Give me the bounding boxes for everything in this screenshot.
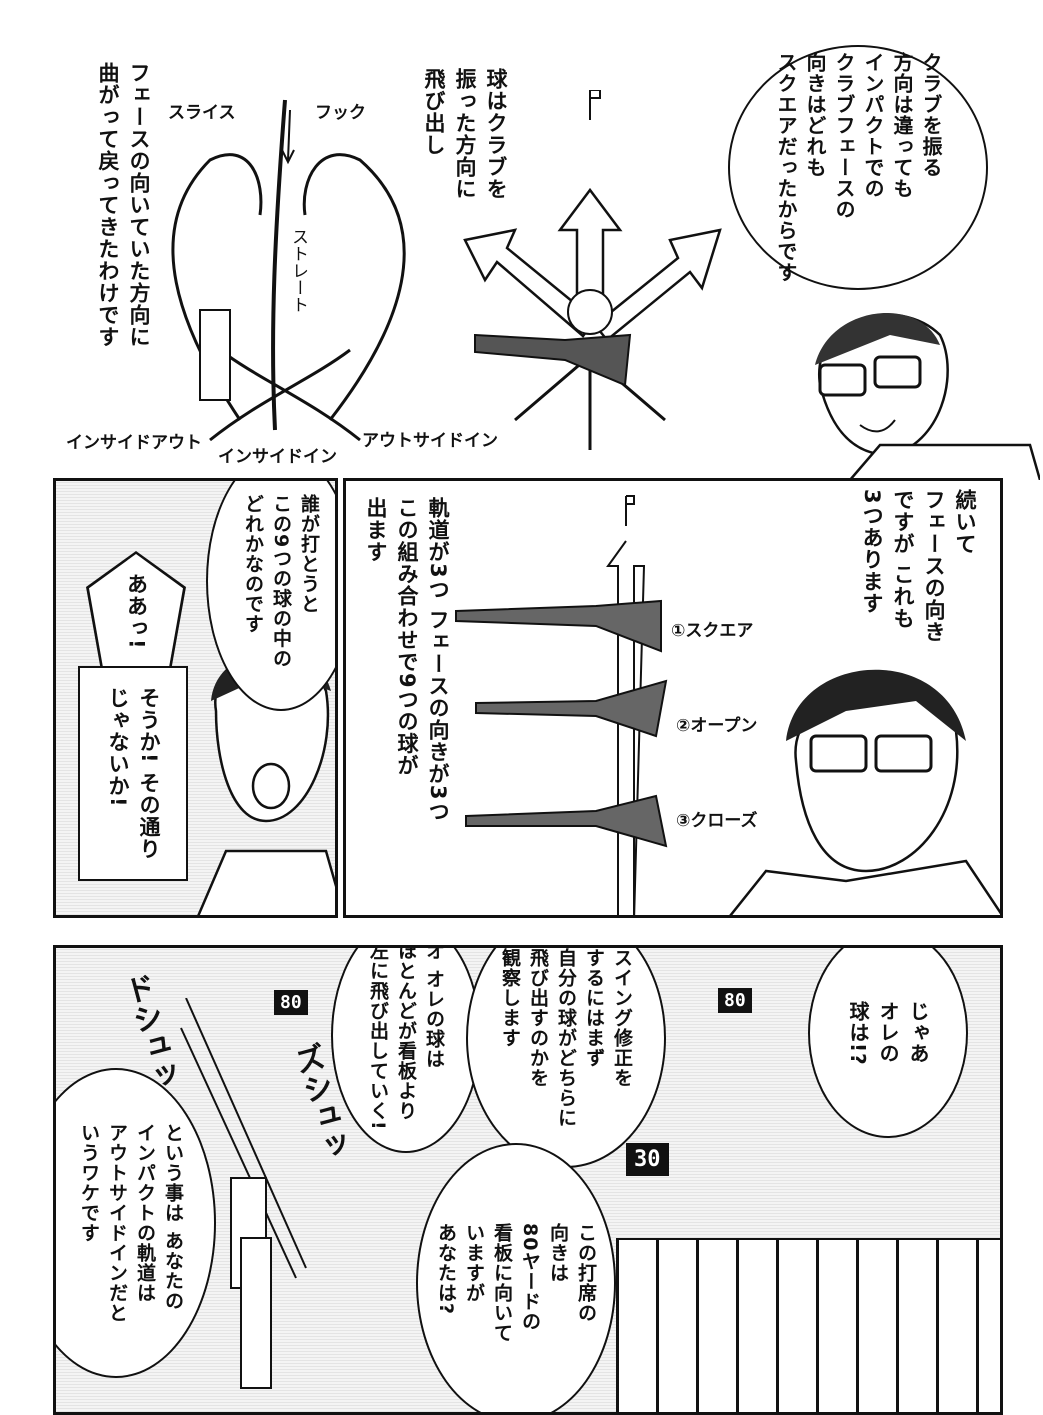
golf-ball xyxy=(567,289,613,335)
golfer-swinging xyxy=(180,998,307,1389)
narration-face-direction: フェースの向いていた方向に曲がって戻ってきたわけです xyxy=(96,62,151,348)
club-closed xyxy=(465,794,668,848)
range-floor xyxy=(616,1238,1000,1412)
golfer-figure xyxy=(199,309,231,401)
label-square: ①スクエア xyxy=(671,621,754,641)
label-open: ②オープン xyxy=(676,716,758,736)
speech-bubble-my-ball: じゃあオレの球は!? xyxy=(808,948,968,1138)
exclaim-text: ああっ! xyxy=(124,572,149,650)
label-straight: ストレート xyxy=(288,228,308,313)
panel-driving-range: 80 80 30 ドシュッ ズシュッ という事は あなたのインパクトの軌道はアウ… xyxy=(53,945,1003,1415)
speech-bubble-square-face: クラブを振る方向は違ってもインパクトでのクラブフェースの向きはどれもスクエアだっ… xyxy=(728,45,988,290)
instructor-character xyxy=(815,312,1040,480)
club-open xyxy=(475,679,668,738)
narration-nine-combinations: 軌道が3つ フェースの向きが3つこの組み合わせで9つの球が出ます xyxy=(364,497,450,823)
label-hook: フック xyxy=(315,103,366,123)
label-inside-out: インサイドアウト xyxy=(66,433,202,453)
panel-realization: 誰が打とうとこの9つの球の中のどれかなのです ああっ! そうか! その通りじゃな… xyxy=(53,478,338,918)
label-slice: スライス xyxy=(168,103,236,123)
label-closed: ③クローズ xyxy=(676,811,758,831)
club-head xyxy=(474,333,632,387)
face-direction-diagram xyxy=(455,495,668,915)
sign-80-left: 80 xyxy=(274,990,308,1015)
sign-30: 30 xyxy=(626,1143,669,1176)
sign-80-right: 80 xyxy=(718,988,752,1013)
exclaim-bubble: ああっ! xyxy=(86,551,186,671)
speech-bubble-nine-balls: 誰が打とうとこの9つの球の中のどれかなのです xyxy=(206,481,335,711)
label-outside-in: アウトサイドイン xyxy=(362,431,498,451)
club-arrows-diagram xyxy=(463,90,722,450)
panel-face-directions: 軌道が3つ フェースの向きが3つこの組み合わせで9つの球が出ます ①スクエア ②… xyxy=(343,478,1003,918)
speech-bubble-observe: スイング修正をするにはまず自分の球がどちらに飛び出すのかを観察します xyxy=(466,948,666,1168)
narration-ball-direction: 球はクラブを振った方向に飛び出し xyxy=(422,68,508,200)
swing-path-diagram xyxy=(171,99,406,442)
instructor-smiling xyxy=(729,669,1000,915)
club-square xyxy=(455,599,662,653)
label-inside-in: インサイドイン xyxy=(218,447,337,467)
speech-bubble-left: オ オレの球はほとんどが看板より左に飛び出していく! xyxy=(331,948,481,1153)
thought-box: そうか! その通りじゃないか! xyxy=(78,666,188,881)
